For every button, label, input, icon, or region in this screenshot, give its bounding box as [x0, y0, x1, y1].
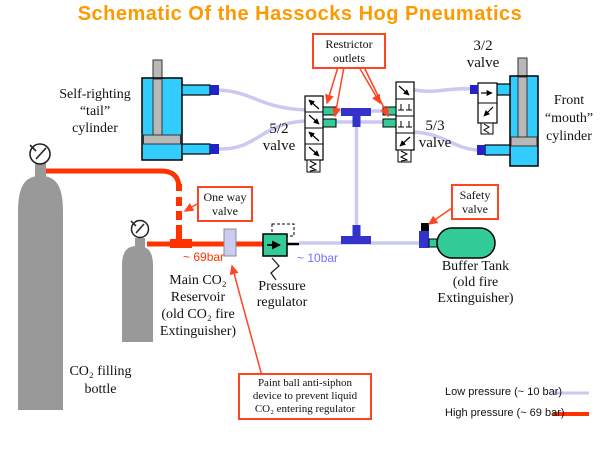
valve-spring-symbol [397, 149, 412, 163]
valve-3-2 [470, 82, 498, 135]
tail-cylinder-label: Self-righting “tail” cylinder [59, 87, 131, 136]
restrictor-outlet [322, 106, 337, 116]
anti-siphon-callout: Paint ball anti-siphon device to prevent… [238, 373, 372, 420]
main-co2-reservoir [122, 219, 153, 342]
legend-low-pressure-label: Low pressure (~ 10 bar) [445, 386, 563, 398]
pressure-gauge-icon [29, 143, 51, 165]
low-pressure-value: ~ 10bar [297, 251, 339, 265]
valve-5-3 [382, 81, 415, 163]
filling-bottle-label: CO₂ filling bottle [69, 364, 132, 397]
pressure-regulator [262, 223, 299, 257]
buffer-tank [436, 227, 496, 259]
valve-5-2-label: 5/2 valve [262, 121, 296, 154]
valve-3-2-label: 3/2 valve [466, 38, 500, 71]
one-way-valve-callout: One way valve [197, 186, 253, 222]
pressure-gauge-icon [130, 219, 150, 239]
blue-tee-fittings [341, 108, 371, 244]
valve-spring-symbol [480, 122, 494, 135]
callout-arrows [183, 66, 453, 377]
regulator-leader-squiggle [270, 257, 280, 281]
mouth-cylinder-label: Front “mouth” cylinder [544, 93, 594, 144]
valve-spring-symbol [306, 159, 321, 173]
valve-5-3-label: 5/3 valve [418, 118, 452, 151]
safety-valve [419, 223, 438, 248]
page-title: Schematic Of the Hassocks Hog Pneumatics [77, 3, 523, 25]
restrictor-outlets-callout: Restrictor outlets [312, 33, 386, 69]
restrictor-outlet [382, 118, 397, 128]
restrictor-outlet [322, 118, 337, 128]
main-reservoir-label: Main CO₂ Reservoir (old CO₂ fire Extingu… [159, 273, 237, 339]
pressure-regulator-label: Pressure regulator [256, 279, 308, 310]
high-pressure-value: ~ 69bar [183, 250, 225, 264]
mouth-cylinder [477, 57, 539, 167]
buffer-tank-label: Buffer Tank (old fire Extinguisher) [437, 259, 514, 306]
low-pressure-pipes [218, 86, 478, 245]
legend-high-pressure-label: High pressure (~ 69 bar) [445, 407, 565, 419]
red-tee-fitting [170, 239, 192, 248]
co2-filling-bottle [18, 143, 63, 410]
safety-valve-callout: Safety valve [451, 184, 499, 220]
high-pressure-pipes [38, 168, 263, 247]
anti-siphon-device [223, 228, 237, 257]
tail-cylinder [141, 59, 219, 161]
valve-5-2 [304, 95, 337, 173]
